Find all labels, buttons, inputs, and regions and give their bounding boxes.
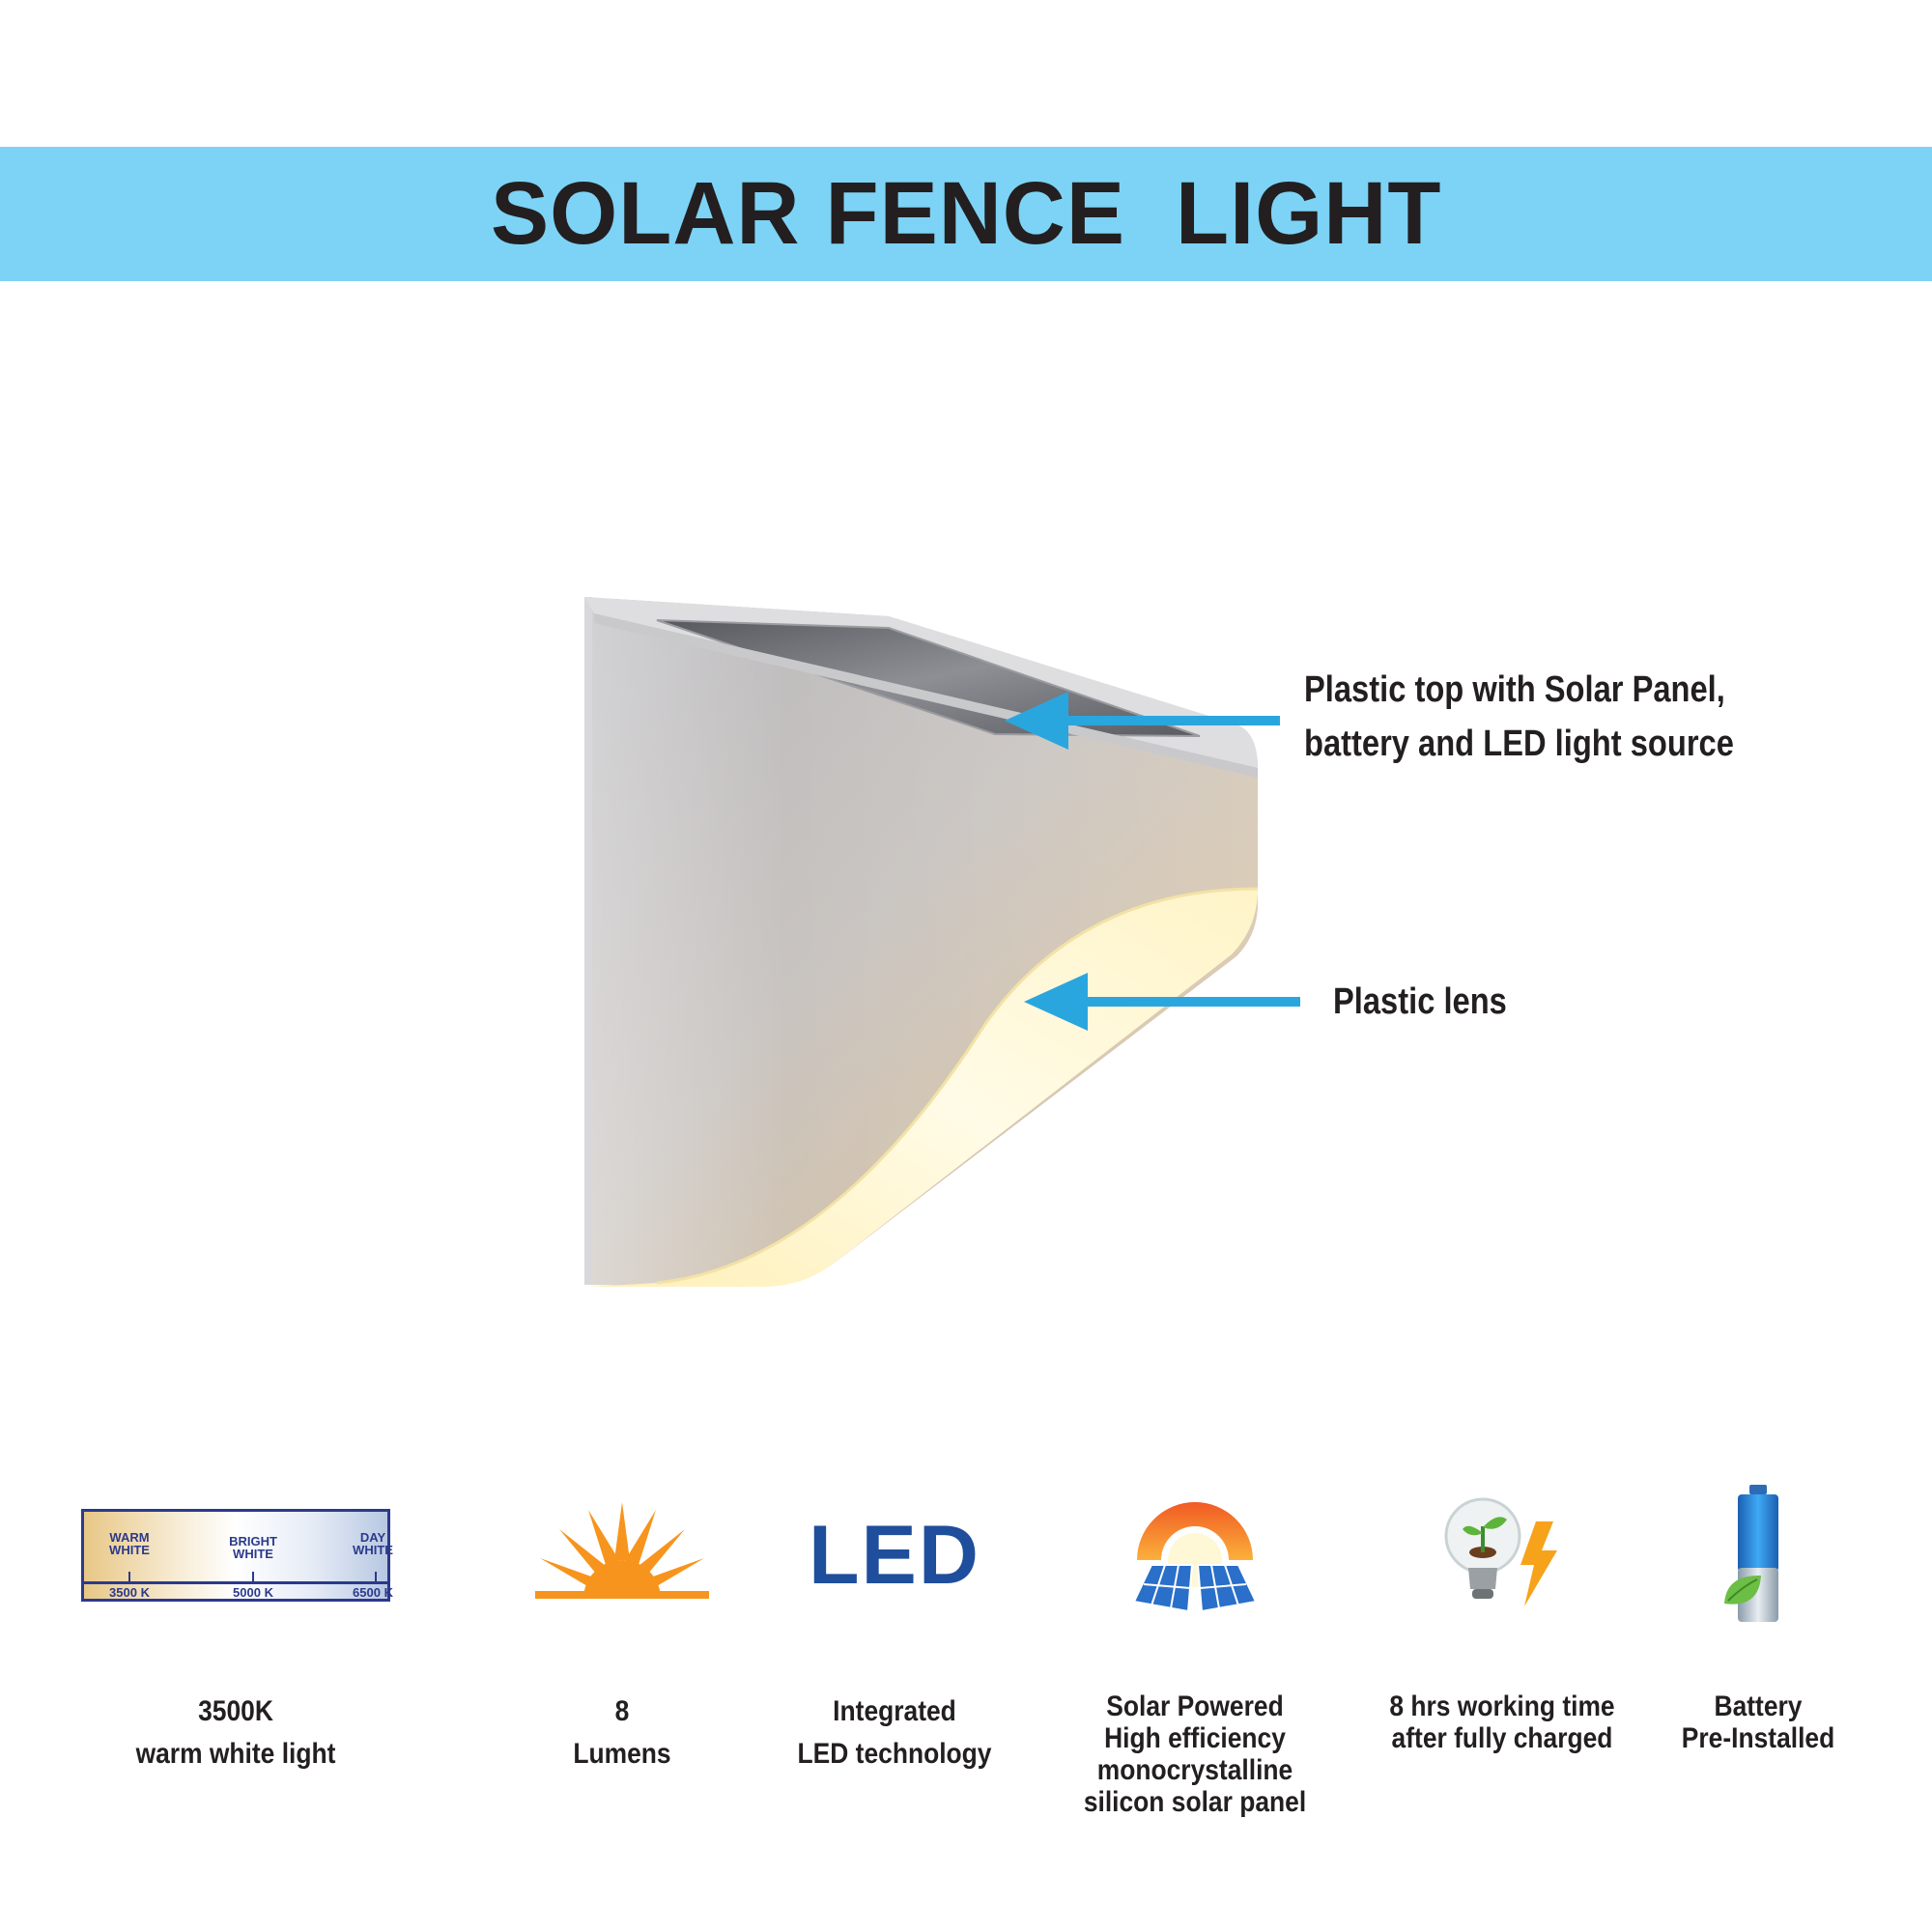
feature-label-line: silicon solar panel [1083, 1786, 1307, 1818]
scale-kelvin-5000: 5000 K [233, 1585, 273, 1600]
scale-label-bright-1: BRIGHT [229, 1534, 277, 1548]
feature-label: Integrated LED technology [758, 1690, 1031, 1776]
feature-working-time: 8 hrs working time after fully charged [1348, 1488, 1657, 1754]
scale-label-warm-1: WARM [109, 1530, 150, 1545]
scale-kelvin-6500: 6500 K [353, 1585, 393, 1600]
scale-label-day: DAY WHITE [329, 1531, 416, 1556]
solar-fence-light-product-image [584, 597, 1259, 1287]
feature-label-line: Lumens [573, 1738, 671, 1770]
feature-label-line: monocrystalline [1096, 1754, 1293, 1786]
feature-label: 3500K warm white light [99, 1690, 372, 1776]
scale-label-bright: BRIGHT WHITE [210, 1535, 297, 1560]
feature-label-line: LED technology [797, 1738, 992, 1770]
scale-label-day-1: DAY [359, 1530, 386, 1545]
feature-label-line: 8 [614, 1695, 630, 1727]
scale-label-day-2: WHITE [353, 1543, 393, 1557]
feature-lumens: 8 Lumens [468, 1488, 777, 1776]
page-title: SOLAR FENCE LIGHT [490, 164, 1442, 263]
scale-label-bright-2: WHITE [233, 1547, 273, 1561]
feature-label-line: 8 hrs working time [1389, 1690, 1615, 1722]
feature-label: 8 Lumens [486, 1690, 758, 1776]
feature-label: 8 hrs working time after fully charged [1366, 1690, 1638, 1754]
sunburst-icon [468, 1488, 777, 1623]
scale-tick [128, 1572, 130, 1583]
feature-label-line: warm white light [135, 1738, 336, 1770]
led-logo-text: LED [809, 1508, 980, 1602]
feature-label-line: High efficiency [1104, 1722, 1286, 1754]
feature-label-line: Pre-Installed [1681, 1722, 1835, 1754]
scale-tick [252, 1572, 254, 1583]
feature-led: LED Integrated LED technology [740, 1488, 1049, 1776]
feature-label-line: after fully charged [1391, 1722, 1613, 1754]
feature-label-line: Solar Powered [1106, 1690, 1284, 1722]
feature-battery: Battery Pre-Installed [1604, 1485, 1913, 1754]
scale-kelvin-3500: 3500 K [109, 1585, 150, 1600]
battery-leaf-icon [1604, 1485, 1913, 1623]
feature-solar-powered: Solar Powered High efficiency monocrysta… [1040, 1488, 1350, 1818]
color-temperature-scale-icon: WARM WHITE BRIGHT WHITE DAY WHITE 3500 K… [81, 1488, 393, 1623]
scale-bar [84, 1581, 387, 1584]
color-temperature-scale: WARM WHITE BRIGHT WHITE DAY WHITE 3500 K… [81, 1509, 393, 1602]
feature-label: Solar Powered High efficiency monocrysta… [1059, 1690, 1331, 1818]
title-banner: SOLAR FENCE LIGHT [0, 147, 1932, 281]
callout-top-line-2: battery and LED light source [1304, 724, 1734, 764]
callout-plastic-lens: Plastic lens [1333, 981, 1507, 1022]
feature-label-line: Integrated [833, 1695, 956, 1727]
scale-label-warm: WARM WHITE [86, 1531, 173, 1556]
callout-plastic-top: Plastic top with Solar Panel, battery an… [1304, 663, 1734, 771]
scale-tick [375, 1572, 377, 1583]
feature-label: Battery Pre-Installed [1622, 1690, 1894, 1754]
callout-top-line-1: Plastic top with Solar Panel, [1304, 669, 1725, 710]
feature-color-temperature: WARM WHITE BRIGHT WHITE DAY WHITE 3500 K… [81, 1488, 393, 1776]
feature-label-line: Battery [1714, 1690, 1803, 1722]
feature-label-line: 3500K [198, 1695, 273, 1727]
scale-label-warm-2: WHITE [109, 1543, 150, 1557]
solar-panel-sun-icon [1040, 1488, 1350, 1623]
bulb-plant-bolt-icon [1348, 1488, 1657, 1623]
led-logo-icon: LED [740, 1488, 1049, 1623]
